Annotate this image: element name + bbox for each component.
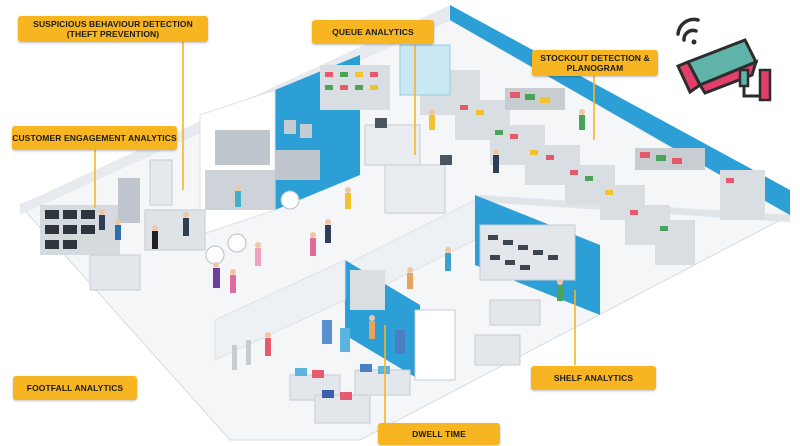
- callout-suspicious-line2: (THEFT PREVENTION): [66, 29, 160, 39]
- callout-customer-engagement: CUSTOMER ENGAGEMENT ANALYTICS: [12, 126, 177, 150]
- appliance-shelf: [275, 150, 320, 180]
- callout-dwell-label: DWELL TIME: [412, 429, 466, 439]
- callout-stockout-detection: STOCKOUT DETECTION & PLANOGRAM: [532, 50, 658, 76]
- shopper: [265, 332, 271, 356]
- shelf-unit: [720, 170, 765, 220]
- cash-register: [375, 118, 387, 128]
- security-gate: [232, 345, 237, 370]
- shopper: [493, 149, 499, 173]
- range-hood: [300, 124, 312, 138]
- shopper: [183, 212, 189, 236]
- folded-clothes: [322, 390, 334, 398]
- folded-clothes: [295, 368, 307, 376]
- fridge-appliance: [149, 159, 173, 206]
- security-gate: [246, 340, 251, 365]
- shopper: [407, 267, 413, 289]
- callout-stockout-line1: STOCKOUT DETECTION &: [540, 53, 650, 63]
- shopper: [99, 209, 105, 230]
- accessory-products: [488, 235, 558, 270]
- checkout-counter: [364, 124, 421, 166]
- display-counter: [474, 334, 521, 366]
- shopper: [310, 232, 316, 256]
- cash-register: [440, 155, 452, 165]
- shopper: [445, 247, 451, 271]
- appliance-shelf: [215, 130, 270, 165]
- display-table: [89, 254, 141, 291]
- checkout-counter: [384, 164, 446, 214]
- grocery-shelves: [420, 70, 765, 265]
- appliance-section: [40, 120, 320, 291]
- produce-stand: [635, 148, 705, 170]
- folded-clothes: [378, 366, 390, 374]
- callout-queue-analytics: QUEUE ANALYTICS: [312, 20, 434, 44]
- callout-stockout-line2: PLANOGRAM: [566, 63, 624, 73]
- callout-shelf-label: SHELF ANALYTICS: [553, 373, 634, 383]
- shopper: [115, 219, 121, 240]
- fridge-appliance: [118, 178, 140, 223]
- shoppers: [99, 109, 585, 356]
- callout-footfall-label: FOOTFALL ANALYTICS: [26, 383, 124, 393]
- shopper: [579, 109, 585, 130]
- shopper: [235, 185, 241, 207]
- shopper: [213, 262, 220, 288]
- shopper: [369, 315, 375, 339]
- callout-shelf-analytics: SHELF ANALYTICS: [531, 366, 656, 390]
- callout-leader-lines: [94, 42, 595, 425]
- shopper: [429, 109, 435, 130]
- mannequin: [340, 328, 350, 352]
- folded-clothes: [340, 392, 352, 400]
- tv-screens: [45, 210, 95, 249]
- washing-machine: [280, 190, 300, 210]
- back-shelf-products: [325, 72, 378, 90]
- callout-suspicious-behaviour: SUSPICIOUS BEHAVIOUR DETECTION (THEFT PR…: [18, 16, 208, 42]
- shopper: [557, 279, 563, 301]
- washing-machine: [227, 233, 247, 253]
- range-hood: [284, 120, 296, 134]
- washing-machine: [205, 245, 225, 265]
- clothing-section: [232, 270, 456, 424]
- folded-clothes: [360, 364, 372, 372]
- wireless-signal-icon: [676, 17, 700, 45]
- shopper: [325, 219, 331, 243]
- callout-dwell-time: DWELL TIME: [378, 423, 500, 445]
- mannequin: [395, 330, 405, 354]
- display-counter: [489, 299, 541, 326]
- fitting-room: [414, 309, 456, 381]
- shopper: [230, 269, 236, 293]
- callout-queue-label: QUEUE ANALYTICS: [332, 27, 414, 37]
- shopper: [255, 242, 261, 266]
- folded-clothes: [312, 370, 324, 378]
- accessory-display: [479, 224, 576, 281]
- fridge-unit: [399, 44, 451, 96]
- cctv-camera-icon: [675, 38, 772, 102]
- clothes-rack: [350, 270, 385, 310]
- callout-footfall-analytics: FOOTFALL ANALYTICS: [13, 376, 137, 400]
- shopper: [345, 187, 351, 209]
- callout-engagement-label: CUSTOMER ENGAGEMENT ANALYTICS: [12, 133, 177, 143]
- shopper: [152, 225, 158, 249]
- partition-wall-glass: [214, 259, 346, 361]
- callout-suspicious-line1: SUSPICIOUS BEHAVIOUR DETECTION: [33, 19, 193, 29]
- mannequin: [322, 320, 332, 344]
